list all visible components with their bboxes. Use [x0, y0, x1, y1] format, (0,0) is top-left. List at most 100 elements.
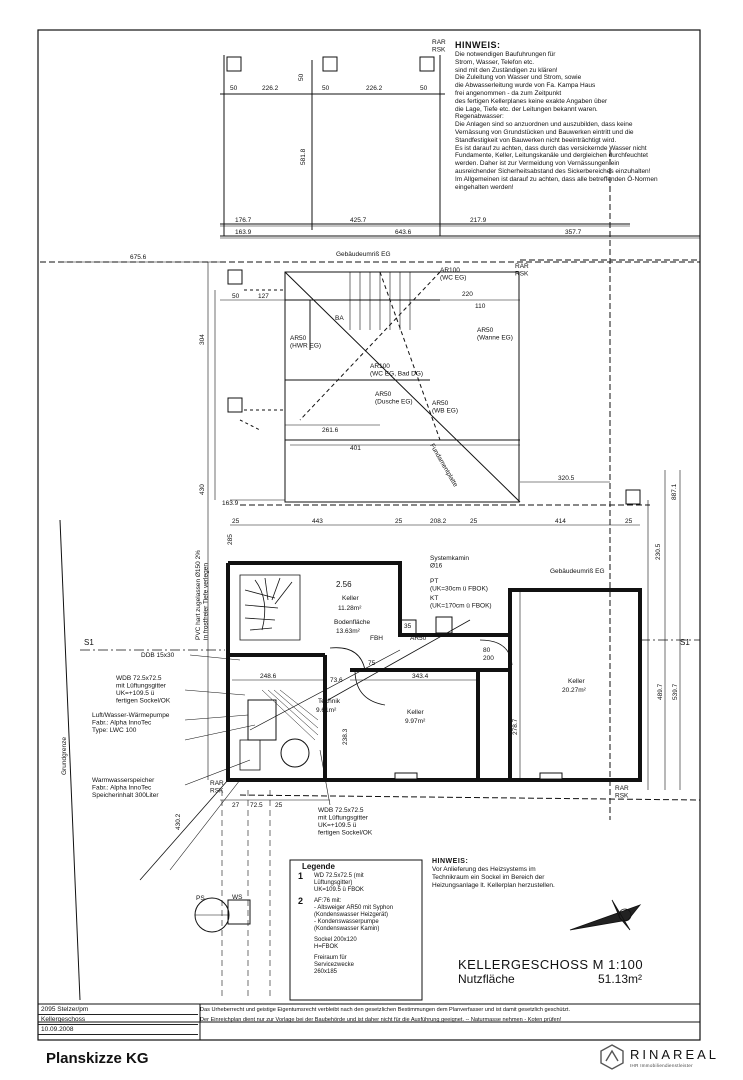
ar50-wanne-label: AR50(Wanne EG)	[477, 327, 513, 342]
hinweis-top-note: HINWEIS: Die notwendigen Baufuhrungen fü…	[455, 40, 725, 191]
post-marker	[227, 397, 243, 413]
ba-label: BA	[335, 315, 344, 322]
note-line: Die Anlagen sind so anzuordnen und auszu…	[455, 121, 633, 129]
ar50-hwr-label: AR50(HWR EG)	[290, 335, 321, 350]
dim-163: 163.9	[235, 229, 252, 236]
note-line: Strom, Wasser, Telefon etc.	[455, 58, 535, 66]
dim-top-226b: 226.2	[366, 85, 383, 92]
section-s1-right: S1	[680, 638, 690, 647]
note-line: die Abwasserleitung wurde von Fa. Kampa …	[455, 82, 596, 90]
logo-mark-icon	[600, 1044, 624, 1070]
footer-sheet: Kellergeschoss	[38, 1015, 198, 1025]
dim-127: 127	[258, 293, 269, 300]
hinweis-top-title: HINWEIS:	[455, 40, 501, 50]
ar50-dusche-label: AR50(Dusche EG)	[375, 391, 413, 406]
note-line: eingehalten werden!	[455, 183, 514, 191]
note-line: Standfestigkeit von Bauwerken nicht beei…	[455, 136, 617, 144]
pvc-label: PVC hart zugelassen Ø150 2%in frostfreie…	[195, 550, 210, 640]
dim-320: 320.5	[558, 475, 575, 482]
keller1-name: Keller	[342, 595, 359, 602]
dim-278: 278.7	[512, 718, 519, 735]
dim-430b: 430.2	[175, 813, 182, 830]
ar50-room-label: AR50	[410, 635, 427, 642]
dim-top-50c: 50	[420, 85, 428, 92]
legend-box	[289, 859, 423, 1001]
logo-name: RINAREAL	[630, 1047, 720, 1062]
post-marker	[227, 269, 243, 285]
dim-top-50: 50	[230, 85, 238, 92]
ddb-label: DDB 15x30	[141, 652, 175, 659]
legend-item: Sockel 200x120 H=FBOK	[314, 937, 357, 950]
note-line: Regenabwasser:	[455, 113, 504, 121]
dim-208: 208.2	[430, 518, 447, 525]
dim-163b: 163.9	[222, 500, 239, 507]
post-marker	[226, 56, 242, 72]
note-line: Im Allgemeinen ist darauf zu achten, das…	[455, 175, 658, 183]
technik-area: 9.61m²	[316, 707, 337, 714]
dim-73: 73.6	[330, 677, 343, 684]
dim-27: 27	[232, 802, 240, 809]
post-marker	[322, 56, 338, 72]
dim-343: 343.4	[412, 673, 429, 680]
dim-401: 401	[350, 445, 361, 452]
dim-238: 238.3	[342, 728, 349, 745]
sheet-frame	[37, 29, 701, 1041]
dim-top-226: 226.2	[262, 85, 279, 92]
dim-72: 72.5	[250, 802, 263, 809]
dim-110: 110	[475, 303, 486, 310]
legend-item: Freiraum für Servicezwecke 260x185	[314, 955, 355, 975]
keller2-area: 9.97m²	[405, 718, 426, 725]
post-marker	[625, 489, 641, 505]
note-line: ausreichender Sicherheitsabstand des Sic…	[455, 167, 651, 175]
post-marker	[419, 56, 435, 72]
dim-v-50: 50	[298, 73, 305, 81]
note-line: Die notwendigen Baufuhrungen für	[455, 51, 556, 58]
kt-label: KT(UK=170cm ü FBOK)	[430, 595, 492, 610]
section-s1-left: S1	[84, 638, 94, 647]
dim-414: 414	[555, 518, 566, 525]
note-line: Vernässung von Grundstücken und Bauwerke…	[455, 128, 634, 136]
pt-label: PT(UK=30cm ü FBOK)	[430, 578, 488, 593]
hinweis-bottom-note: HINWEIS: Vor Anlieferung des Heizsystems…	[432, 858, 622, 889]
ar100-wc-label: AR100(WC EG, Bad DG)	[370, 363, 423, 378]
keller2-name: Keller	[407, 709, 424, 716]
dim-35: 35	[404, 623, 412, 630]
copyright-note: Das Urheberrecht und geistige Eigentumsr…	[200, 1007, 571, 1013]
note-line: die Lage, Tiefe etc. der Leitungen bekan…	[455, 105, 598, 113]
footer-info: 2095 Stelzer/pm Kellergeschoss 10.09.200…	[38, 1005, 198, 1035]
ar50-wb-label: AR50(WB EG)	[432, 400, 458, 415]
keller1-bf: Bodenfläche	[334, 619, 371, 626]
technik-name: Technik	[318, 698, 341, 705]
dim-top-50b: 50	[322, 85, 330, 92]
fbh-label: FBH	[370, 635, 383, 642]
dim-220: 220	[462, 291, 473, 298]
dim-285: 285	[227, 534, 234, 545]
keller1-area: 11.28m²	[338, 605, 362, 612]
dim-50: 50	[232, 293, 240, 300]
dim-176: 176.7	[235, 217, 252, 224]
footer-date: 10.09.2008	[38, 1025, 198, 1035]
note-line: des fertigen Kellerplanes keine exakte A…	[455, 97, 608, 105]
note-line: Heizungsanlage lt. Kellerplan herzustell…	[432, 881, 555, 889]
footer-project: 2095 Stelzer/pm	[38, 1005, 198, 1015]
grundgrenze-label: Grundgrenze	[61, 737, 68, 775]
dim-25b: 25	[395, 518, 403, 525]
fundamentplatte-label: Fundamentplatte	[428, 443, 459, 489]
drawing-title-block: KELLERGESCHOSS M 1:100 Nutzfläche 51.13m…	[458, 957, 688, 986]
note-line: sind mit den Zuständigen zu klären!	[455, 66, 558, 74]
ar100-label: AR100(WC EG)	[440, 267, 466, 282]
dim-256: 2.56	[336, 580, 352, 589]
note-line: frei angenommen - da zum Zeitpunkt	[455, 89, 562, 97]
usable-area-label: Nutzfläche	[458, 972, 515, 986]
dim-581: 581.8	[300, 148, 307, 165]
dim-425: 425.7	[350, 217, 367, 224]
dim-443: 443	[312, 518, 323, 525]
